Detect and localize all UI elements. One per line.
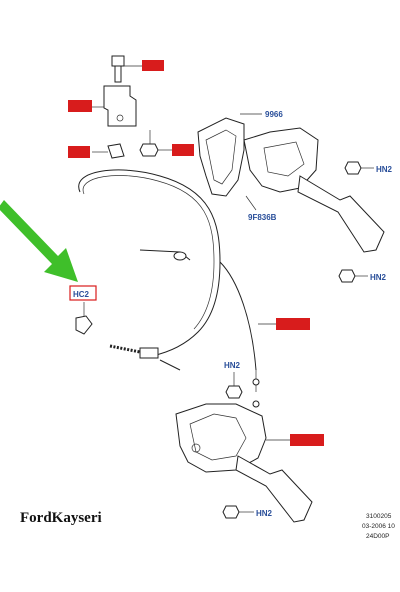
center-nut-part xyxy=(139,130,172,157)
label-hn2-bottom: HN2 xyxy=(256,509,273,518)
callout-nut-center xyxy=(172,144,194,156)
hn2-nut-lower-top xyxy=(225,372,243,399)
cable-part xyxy=(78,169,276,408)
label-9966: 9966 xyxy=(265,110,283,119)
lower-pedal-assembly xyxy=(175,403,313,523)
label-hn2-upper: HN2 xyxy=(376,165,393,174)
clip-left-part xyxy=(92,143,125,159)
hn2-nut-mid xyxy=(338,269,368,283)
drawing-code-1: 3100205 xyxy=(366,513,392,520)
callout-bracket xyxy=(68,100,92,112)
hn2-nut-bottom xyxy=(222,505,254,519)
upper-pedal-assembly xyxy=(197,113,385,253)
label-hn2-lower-top: HN2 xyxy=(224,361,241,370)
callout-lower-pedal xyxy=(290,434,324,446)
label-hc2: HC2 xyxy=(73,290,90,299)
green-pointer-arrow xyxy=(0,200,78,282)
brand-watermark: FordKayseri xyxy=(20,510,102,526)
callout-top-bolt xyxy=(142,60,164,71)
drawing-code-3: 24D00P xyxy=(366,533,390,540)
label-hn2-mid: HN2 xyxy=(370,273,387,282)
top-bolt-part xyxy=(111,55,142,83)
callout-cable xyxy=(276,318,310,330)
drawing-code-2: 03-2006 10 xyxy=(362,523,395,530)
label-9f836b: 9F836B xyxy=(248,213,277,222)
hc2-clip-part xyxy=(69,285,97,335)
bracket-part xyxy=(92,85,137,127)
callout-clip-left xyxy=(68,146,90,158)
hn2-nut-upper xyxy=(344,161,374,175)
